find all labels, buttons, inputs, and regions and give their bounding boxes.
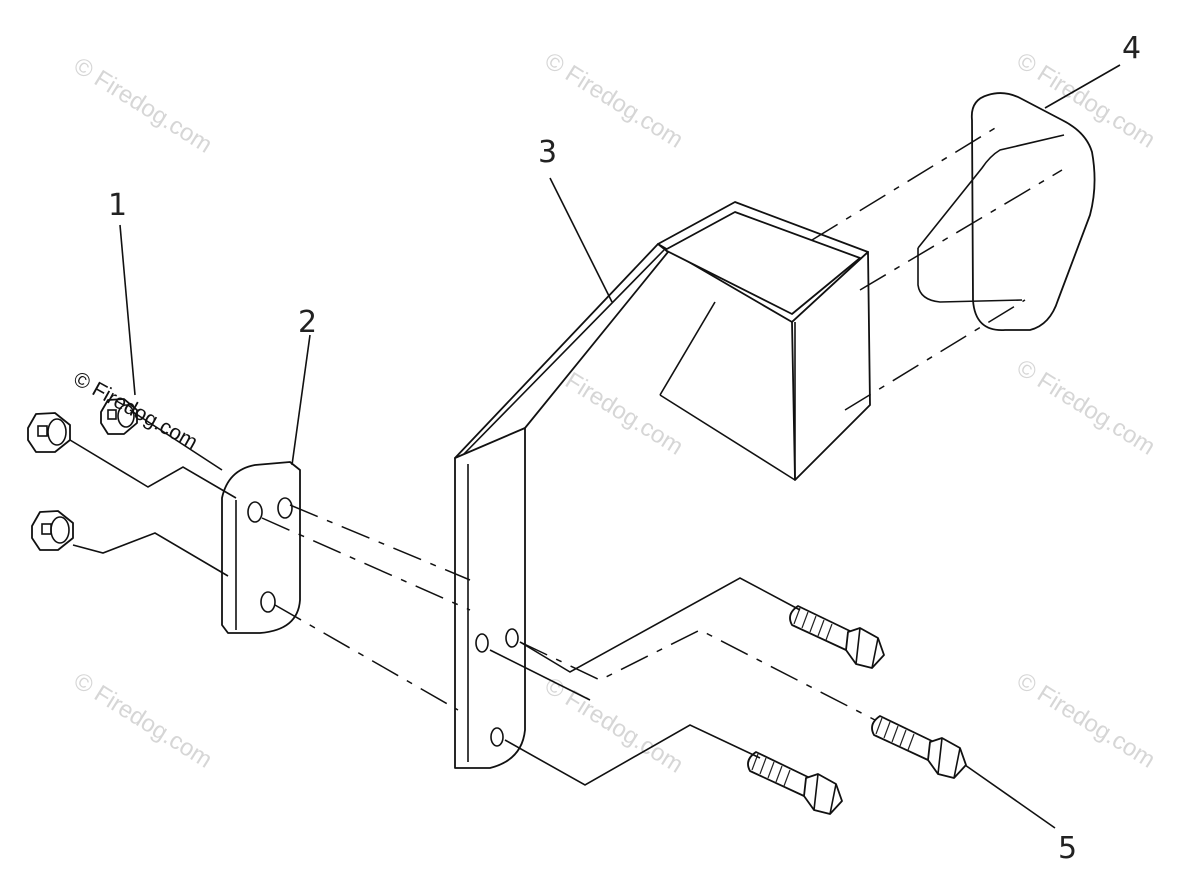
nut: [100, 398, 138, 435]
leader-lines: [119, 64, 1121, 829]
nut: [27, 412, 71, 453]
watermark: © Firedog.com: [540, 672, 688, 778]
callout-4: 4: [1122, 31, 1141, 66]
part-5-bolts: [747, 605, 967, 815]
assembly-lines: [69, 124, 1063, 786]
callout-5: 5: [1058, 831, 1077, 866]
nut: [31, 510, 74, 551]
bolt: [871, 715, 967, 779]
watermark: © Firedog.com: [540, 47, 688, 153]
watermark-prominent: © Firedog.com: [70, 367, 202, 454]
part-1-nuts: [27, 398, 138, 551]
part-2-plate: [221, 461, 301, 634]
callout-2: 2: [298, 305, 317, 340]
watermark: © Firedog.com: [69, 52, 217, 158]
callout-3: 3: [538, 135, 557, 170]
watermark: © Firedog.com: [1012, 667, 1160, 773]
bolt: [789, 605, 885, 669]
bolt: [747, 751, 843, 815]
watermark: © Firedog.com: [69, 667, 217, 773]
watermark: © Firedog.com: [1012, 354, 1160, 460]
callout-1: 1: [108, 188, 127, 223]
part-3-bracket: [454, 201, 871, 769]
callouts: 1 2 3 4 5: [108, 31, 1141, 866]
part-4-pad: [917, 92, 1096, 331]
